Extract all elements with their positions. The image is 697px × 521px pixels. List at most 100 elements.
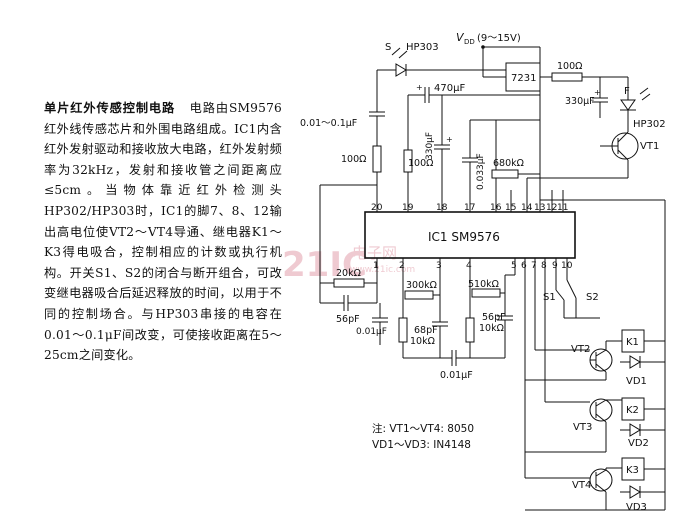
resistor-510k: 510kΩ — [468, 270, 516, 298]
svg-text:S2: S2 — [586, 292, 599, 303]
svg-text:VT3: VT3 — [573, 422, 592, 433]
svg-text:VD1: VD1 — [626, 376, 647, 387]
svg-text:300kΩ: 300kΩ — [406, 280, 437, 291]
ic1-top-pins: 20 19 18 17 16 15 14 13 12 11 — [371, 170, 568, 213]
svg-text:VT4: VT4 — [572, 480, 591, 491]
svg-text:7231: 7231 — [511, 73, 536, 84]
component-notes: 注: VT1～VT4: 8050 VD1～VD3: IN4148 — [372, 422, 474, 451]
svg-text:0.033μF: 0.033μF — [476, 153, 486, 190]
pin-12: 12 — [546, 203, 557, 213]
pin-8: 8 — [541, 261, 547, 271]
ic1-bottom-pins: 1 2 3 4 5 6 7 8 9 10 — [373, 258, 573, 271]
svg-text:(9～15V): (9～15V) — [477, 33, 521, 44]
svg-text:510kΩ: 510kΩ — [468, 279, 499, 290]
svg-text:10kΩ: 10kΩ — [479, 323, 504, 334]
svg-text:HP302: HP302 — [633, 119, 666, 130]
hp303-ir-emitter: S HP303 — [377, 42, 506, 77]
svg-text:VD3: VD3 — [626, 502, 647, 513]
pin-3: 3 — [436, 261, 442, 271]
svg-text:100Ω: 100Ω — [557, 61, 582, 72]
svg-text:56pF: 56pF — [336, 314, 360, 325]
capacitor-330uf-vertical: 330μF + — [425, 95, 453, 170]
watermark-logo: 21IC — [282, 245, 367, 285]
svg-text:+: + — [594, 88, 601, 97]
resistor-20k: 20kΩ — [319, 184, 378, 288]
svg-text:68pF: 68pF — [414, 325, 438, 336]
pin-7: 7 — [531, 261, 537, 271]
relay-stage-3: K3 VT4 VD3 — [525, 457, 665, 513]
watermark-cn: 电子网 — [352, 244, 397, 262]
pin-19: 19 — [402, 203, 414, 213]
svg-text:K2: K2 — [626, 405, 639, 416]
description-title: 单片红外传感控制电路 — [44, 101, 176, 115]
svg-text:680kΩ: 680kΩ — [493, 158, 524, 169]
pin-5: 5 — [511, 261, 517, 271]
svg-text:20kΩ: 20kΩ — [336, 268, 361, 279]
svg-text:56pF: 56pF — [482, 312, 506, 323]
watermark: 21IC 电子网 www.21ic.com — [282, 244, 415, 285]
pin-14: 14 — [521, 203, 533, 213]
svg-text:VT2: VT2 — [571, 344, 590, 355]
pin-15: 15 — [505, 203, 516, 213]
transistor-vt1: VT1 — [526, 131, 659, 190]
description-body: 电路由SM9576红外线传感芯片和外围电路组成。IC1内含红外发射驱动和接收放大… — [44, 101, 282, 363]
pin-9: 9 — [552, 261, 558, 271]
svg-text:10kΩ: 10kΩ — [410, 336, 435, 347]
capacitor-001uf-bottom: 0.01μF — [440, 350, 505, 381]
svg-text:K1: K1 — [626, 337, 639, 348]
resistor-100-mid: 100Ω — [403, 95, 433, 190]
svg-text:F: F — [624, 86, 630, 97]
pin-20: 20 — [371, 203, 383, 213]
ic1-label: IC1 SM9576 — [428, 230, 500, 244]
note-diodes: VD1～VD3: IN4148 — [372, 439, 471, 451]
svg-text:DD: DD — [464, 38, 475, 46]
svg-text:100Ω: 100Ω — [341, 154, 366, 165]
svg-text:330μF: 330μF — [565, 96, 595, 107]
svg-text:HP303: HP303 — [406, 42, 439, 53]
pin-16: 16 — [490, 203, 502, 213]
svg-text:K3: K3 — [626, 465, 639, 476]
capacitor-0033uf: 0.033μF — [462, 119, 540, 190]
pin-1: 1 — [373, 261, 379, 271]
svg-text:0.01～0.1μF: 0.01～0.1μF — [300, 118, 357, 129]
watermark-url: www.21ic.com — [350, 265, 415, 275]
relay-stage-2: K2 VT3 VD2 — [525, 397, 665, 453]
resistor-100-top: 100Ω — [540, 61, 629, 100]
capacitor-56pf-right: 56pF — [482, 293, 513, 358]
pin-13: 13 — [534, 203, 545, 213]
resistor-300k: 300kΩ — [402, 270, 441, 300]
capacitor-variable-left: 0.01～0.1μF 100Ω — [300, 70, 385, 190]
svg-text:S1: S1 — [543, 292, 556, 303]
pin-18: 18 — [436, 203, 448, 213]
pin-17: 17 — [464, 203, 475, 213]
hp302-ir-receiver: F HP302 — [620, 86, 666, 132]
pin-2: 2 — [399, 261, 405, 271]
svg-text:+: + — [446, 135, 453, 144]
capacitor-68pf: 68pF — [414, 295, 448, 358]
relay-stage-1: K1 VT2 VD1 — [525, 329, 665, 387]
resistor-10k-b: 10kΩ — [465, 293, 504, 358]
resistor-680k: 680kΩ — [491, 120, 540, 190]
supply-vdd: V DD (9～15V) — [456, 31, 541, 200]
svg-text:VT1: VT1 — [640, 141, 659, 152]
circuit-description: 单片红外传感控制电路 电路由SM9576红外线传感芯片和外围电路组成。IC1内含… — [44, 98, 282, 366]
note-transistors: 注: VT1～VT4: 8050 — [372, 422, 474, 435]
svg-text:100Ω: 100Ω — [408, 158, 433, 169]
capacitor-001uf-left: 0.01μF — [356, 303, 388, 345]
capacitor-56pf-left: 56pF — [319, 283, 378, 325]
svg-text:470μF: 470μF — [434, 83, 465, 94]
svg-text:+: + — [416, 83, 423, 92]
switches-s1-s2: S1 S2 — [543, 270, 600, 319]
svg-text:V: V — [456, 31, 465, 44]
capacitor-470uf: 470μF + — [408, 83, 540, 103]
svg-text:330μF: 330μF — [425, 132, 435, 160]
pin-6: 6 — [521, 261, 527, 271]
svg-text:0.01μF: 0.01μF — [440, 370, 473, 381]
pin-11: 11 — [557, 203, 568, 213]
capacitor-330uf-right: 330μF + — [565, 77, 608, 118]
svg-text:0.01μF: 0.01μF — [356, 327, 387, 337]
pin-10: 10 — [561, 261, 573, 271]
svg-text:S: S — [385, 42, 391, 53]
